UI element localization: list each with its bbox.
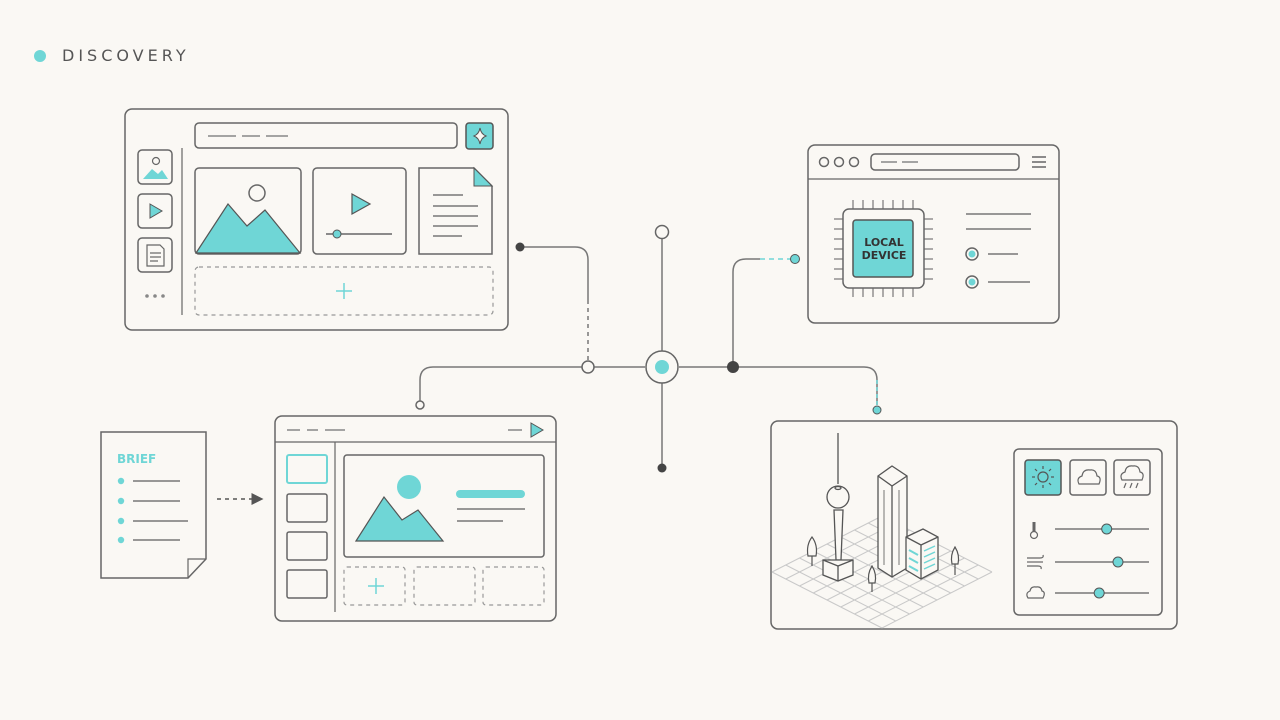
- empty-slot-2[interactable]: [482, 566, 545, 606]
- rain-cloud-icon: [1120, 465, 1144, 489]
- plus-icon: [336, 283, 352, 299]
- sun-button[interactable]: [1024, 459, 1062, 496]
- media-window: [124, 108, 509, 331]
- temperature-slider-thumb[interactable]: [1101, 523, 1113, 535]
- thermometer-icon: [1029, 522, 1039, 540]
- add-slot-button[interactable]: [343, 566, 406, 606]
- wind-slider-thumb[interactable]: [1112, 556, 1124, 568]
- window-controls: [818, 156, 860, 168]
- image-card[interactable]: [194, 167, 302, 255]
- device-info-lines: [966, 213, 1031, 283]
- local-device-window: LOCAL DEVICE: [807, 144, 1060, 324]
- document-card[interactable]: [418, 166, 494, 255]
- editor-thumbnail-2[interactable]: [286, 493, 328, 523]
- hamburger-menu-icon[interactable]: [1032, 156, 1046, 168]
- skyscraper: [877, 465, 908, 578]
- chip-icon: [834, 200, 933, 297]
- window-control-1[interactable]: [818, 156, 830, 168]
- video-card[interactable]: [312, 167, 407, 255]
- brief-bullets: [117, 477, 125, 544]
- document-fold: [473, 166, 494, 187]
- sparkle-button[interactable]: [465, 122, 494, 150]
- media-window-node: [515, 242, 525, 252]
- device-address-bar[interactable]: [870, 153, 1020, 171]
- sidebar-image-button[interactable]: [137, 149, 173, 185]
- device-radio-1[interactable]: [965, 247, 979, 261]
- add-media-dropzone[interactable]: [194, 266, 494, 316]
- cloud-icon: [1077, 469, 1101, 485]
- weather-panel: [1013, 448, 1163, 616]
- more-dots-icon[interactable]: [145, 294, 165, 298]
- brief-text-lines: [133, 480, 188, 541]
- section-title: DISCOVERY: [62, 46, 190, 65]
- hub-left-line: [419, 366, 645, 405]
- cloud-button[interactable]: [1069, 459, 1107, 496]
- editor-window: [274, 415, 557, 622]
- connector-device-line: [732, 258, 760, 367]
- editor-canvas[interactable]: [343, 454, 545, 558]
- document-icon: [146, 244, 165, 267]
- window-control-3[interactable]: [848, 156, 860, 168]
- image-icon: [143, 156, 168, 179]
- device-radio-2[interactable]: [965, 275, 979, 289]
- editor-thumbnail-3[interactable]: [286, 531, 328, 561]
- section-dot: [34, 49, 46, 62]
- local-device-label-2: DEVICE: [862, 249, 907, 262]
- cloud-icon: [1026, 586, 1045, 599]
- brief-document: BRIEF: [100, 431, 207, 579]
- hub-left-junction: [581, 360, 595, 374]
- connector-nodes: [415, 224, 882, 473]
- hub-center-node[interactable]: [655, 360, 669, 374]
- media-search-bar[interactable]: [194, 122, 458, 149]
- editor-thumbnail-1[interactable]: [286, 454, 328, 484]
- rain-button[interactable]: [1113, 459, 1151, 496]
- brief-title: BRIEF: [117, 452, 156, 466]
- hub-right-line: [679, 366, 878, 405]
- document-text-lines: [433, 194, 478, 237]
- map-window-node: [872, 405, 882, 415]
- tv-tower: [822, 433, 854, 582]
- play-icon[interactable]: [530, 422, 544, 438]
- plus-icon: [368, 578, 384, 594]
- section-header: DISCOVERY: [34, 46, 190, 65]
- play-icon: [149, 203, 163, 219]
- hub-top-node: [654, 224, 670, 240]
- local-device-label-1: LOCAL: [864, 236, 904, 249]
- connector-media-window: [520, 246, 589, 300]
- video-progress-thumb[interactable]: [332, 229, 342, 239]
- hub-bottom-node: [657, 463, 667, 473]
- sidebar-video-button[interactable]: [137, 193, 173, 229]
- editor-window-node: [415, 400, 425, 410]
- canvas-heading-bar: [456, 490, 525, 498]
- map-trees: [806, 535, 960, 592]
- empty-slot-1[interactable]: [413, 566, 476, 606]
- map-weather-window: [770, 420, 1178, 630]
- window-control-2[interactable]: [833, 156, 845, 168]
- wind-icon: [1027, 554, 1044, 570]
- weather-sliders: [1055, 523, 1149, 599]
- cloud-slider-thumb[interactable]: [1093, 587, 1105, 599]
- sidebar-document-button[interactable]: [137, 237, 173, 273]
- sparkle-icon: [472, 127, 488, 145]
- image-icon: [194, 203, 302, 254]
- play-icon: [351, 192, 372, 216]
- device-window-node: [790, 254, 800, 264]
- teal-building: [905, 528, 939, 580]
- hub-right-junction: [727, 361, 739, 373]
- sun-icon: [1032, 466, 1054, 488]
- image-icon: [354, 495, 445, 542]
- editor-thumbnail-4[interactable]: [286, 569, 328, 599]
